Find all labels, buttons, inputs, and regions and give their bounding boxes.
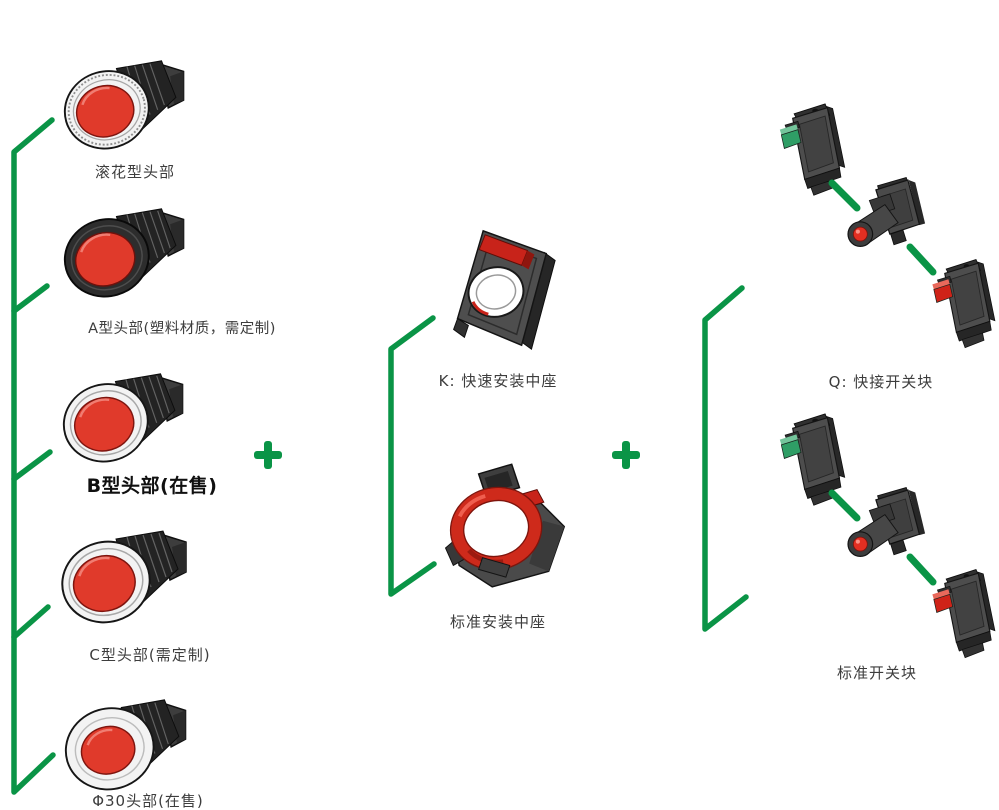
assembly-dash [906,243,937,276]
a-type-head-image [62,205,190,301]
knurled-head-image [62,57,190,153]
label-switch-standard: 标准开关块 [836,664,917,682]
label-head-phi30: Φ30头部(在售) [92,792,204,810]
assembly-dash [906,553,937,586]
label-base-standard: 标准安装中座 [449,613,546,631]
standard-switch-block-group-image [690,398,999,688]
b-type-head-image [60,370,190,466]
label-head-b: B型头部(在售) [86,475,218,497]
label-head-c: C型头部(需定制) [89,646,211,664]
left-bracket [11,117,56,795]
quick-mount-base-image [426,226,564,356]
assembly-dash [828,489,861,522]
phi30-head-image [60,696,194,792]
quick-switch-block-group-image [690,88,999,378]
plus-icon [612,441,640,469]
label-switch-quick: Q: 快接开关块 [828,373,934,391]
label-head-a: A型头部(塑料材质，需定制) [88,321,276,337]
c-type-head-image [60,527,192,627]
label-head-knurled: 滚花型头部 [94,163,175,181]
standard-mount-base-image [428,462,574,594]
assembly-dash [828,179,861,212]
plus-icon [254,441,282,469]
label-base-quick: K: 快速安装中座 [438,372,558,390]
